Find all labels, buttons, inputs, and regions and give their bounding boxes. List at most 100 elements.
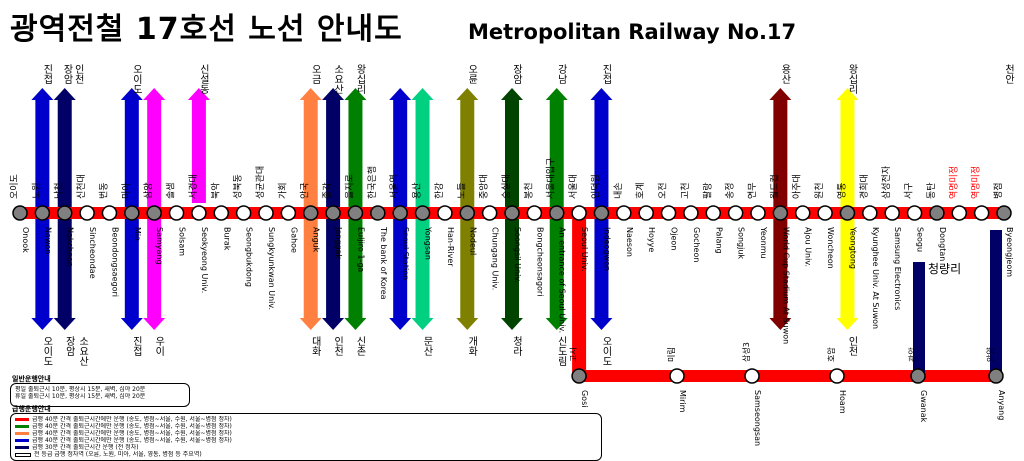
station-marker — [213, 205, 230, 221]
branch-transfer-line — [913, 262, 925, 376]
station-marker — [660, 205, 677, 221]
station-label-ko: 인덕원 — [590, 174, 601, 199]
transfer-terminus-top: 왕십리 — [354, 64, 366, 95]
transfer-arrow-down — [299, 318, 322, 330]
station-label-en: An entrance of Seoul Univ. — [558, 227, 567, 333]
station-label-en: Jonggak — [334, 226, 343, 259]
station-label-en: Nodeul — [468, 227, 477, 255]
transfer-arrow-up — [501, 88, 523, 100]
branch-station-label-ko: 관악 — [907, 347, 917, 362]
station-label-ko: 성균관대 — [255, 166, 266, 199]
transfer-arrow-down — [411, 318, 434, 330]
legend-swatch-navy — [15, 446, 29, 449]
station-label-en: Seoul Univ. — [580, 227, 589, 272]
station-marker — [146, 205, 162, 221]
station-marker — [526, 205, 543, 221]
station-marker — [906, 205, 923, 221]
transfer-terminus-top: 천안 — [1003, 64, 1015, 84]
station-label-ko: 원천 — [814, 182, 825, 199]
transfer-terminus-top: 장암 — [61, 64, 73, 84]
branch-station-label-en: Hoam — [838, 390, 847, 414]
station-label-en: Solsam — [178, 227, 187, 256]
station-marker — [839, 205, 856, 221]
station-label-en: Nowon — [43, 227, 52, 254]
transfer-arrow-down — [53, 318, 76, 330]
transfer-arrow-down — [501, 318, 523, 330]
station-label-ko: 삼성전자 — [881, 165, 892, 199]
station-label-ko: 미아 — [121, 182, 132, 199]
station-label-ko: 아주대 — [792, 174, 803, 199]
branch-station-marker — [829, 368, 845, 384]
station-label-en: Beondongsaegori — [110, 227, 119, 297]
station-label-ko: 번동 — [98, 182, 109, 199]
express-legend-line: 급행 40분 간격 출퇴근시간에만 운행 (송도, 병점~서울, 수원, 서울~… — [15, 430, 597, 437]
transfer-terminus-top: 소요산 — [332, 64, 344, 94]
station-label-ko: 솔샘 — [166, 182, 177, 199]
legend-swatch-orange — [15, 432, 29, 435]
station-label-en: Palang — [714, 227, 723, 254]
station-label-en: Han-River — [446, 227, 455, 267]
station-label-en: Gahoe — [289, 227, 298, 253]
station-label-en: Naeson — [625, 227, 634, 257]
station-label-en: Euljiro 1-ga — [356, 227, 365, 272]
transfer-terminus-bottom: 인천 — [846, 336, 858, 356]
station-marker — [794, 205, 811, 221]
legend-swatch-red — [15, 418, 29, 421]
station-label-ko: 오전 — [658, 182, 669, 199]
station-marker — [347, 205, 364, 221]
legend-swatch-green — [15, 425, 29, 428]
station-marker — [325, 205, 341, 221]
station-label-en: Dongtan — [938, 227, 947, 261]
transfer-arrow-up — [344, 88, 367, 100]
station-label-en: Ajou Univ. — [804, 227, 813, 267]
station-label-en: Hoyye — [647, 227, 656, 252]
express-legend-title: 급행운행안내 — [12, 405, 51, 413]
station-marker — [101, 205, 118, 221]
station-marker — [571, 205, 587, 221]
transfer-arrow-up — [389, 88, 412, 100]
station-marker — [593, 205, 610, 221]
branch-station-label-ko: 삼성3 — [741, 342, 751, 362]
station-marker — [124, 205, 140, 221]
station-label-en: Byeongjeom — [1005, 227, 1014, 277]
station-label-en: Yongsan — [424, 226, 433, 260]
station-marker — [817, 205, 833, 221]
branch-station-marker — [744, 368, 760, 384]
transfer-terminus-bottom: 대화 — [309, 336, 321, 357]
station-marker — [750, 205, 766, 221]
station-label-en: Seongbukdong — [245, 227, 254, 287]
transfer-terminus-top: 왕십리 — [846, 64, 858, 95]
station-marker — [862, 205, 878, 221]
transfer-terminus-bottom: 개화 — [466, 336, 478, 357]
station-label-ko: 한강 — [434, 182, 445, 199]
transfer-line — [191, 98, 206, 203]
station-marker — [168, 205, 185, 221]
station-label-ko: 고천 — [680, 182, 691, 199]
branch-station-label-ko: 안양 — [985, 347, 995, 362]
station-label-en: Soongsil Univ. — [513, 227, 522, 283]
transfer-arrow-down — [120, 318, 143, 330]
express-legend-line: 급행 30분 간격 출퇴근시간 운행 (전 정차) — [15, 444, 597, 451]
transfer-arrow-up — [299, 88, 322, 100]
station-label-en: Gocheon — [692, 227, 701, 262]
station-label-en: Bongcheonsagori — [535, 227, 544, 296]
transfer-arrow-up — [769, 88, 792, 100]
transfer-terminus-bottom: 인천 — [332, 336, 344, 356]
transfer-arrow-down — [456, 318, 479, 330]
station-marker — [973, 205, 990, 221]
express-legend-line: 전 등급 급행 정차역 (오륜, 노원, 미아, 서울, 영통, 병점 등 주요… — [15, 451, 597, 458]
transfer-terminus-bottom: 장암 — [63, 336, 75, 356]
branch-station-label-en: Anyang — [997, 390, 1006, 420]
station-label-ko: 안국 — [300, 182, 311, 199]
station-marker — [996, 205, 1012, 221]
station-label-en: Woncheon — [826, 227, 835, 269]
map-title-english: Metropolitan Railway No.17 — [468, 20, 797, 44]
station-label-en: World Cup Stadium At Suwon — [781, 227, 790, 344]
transfer-terminus-top: 강남 — [555, 64, 567, 84]
station-label-ko: 삼양 — [143, 182, 154, 199]
station-label-ko: 한국은행 — [366, 166, 378, 199]
station-label-en: Sungkyunkwan Univ. — [267, 227, 276, 310]
transfer-terminus-top: 오금 — [309, 64, 321, 84]
station-label-en: Seogu — [916, 227, 925, 252]
